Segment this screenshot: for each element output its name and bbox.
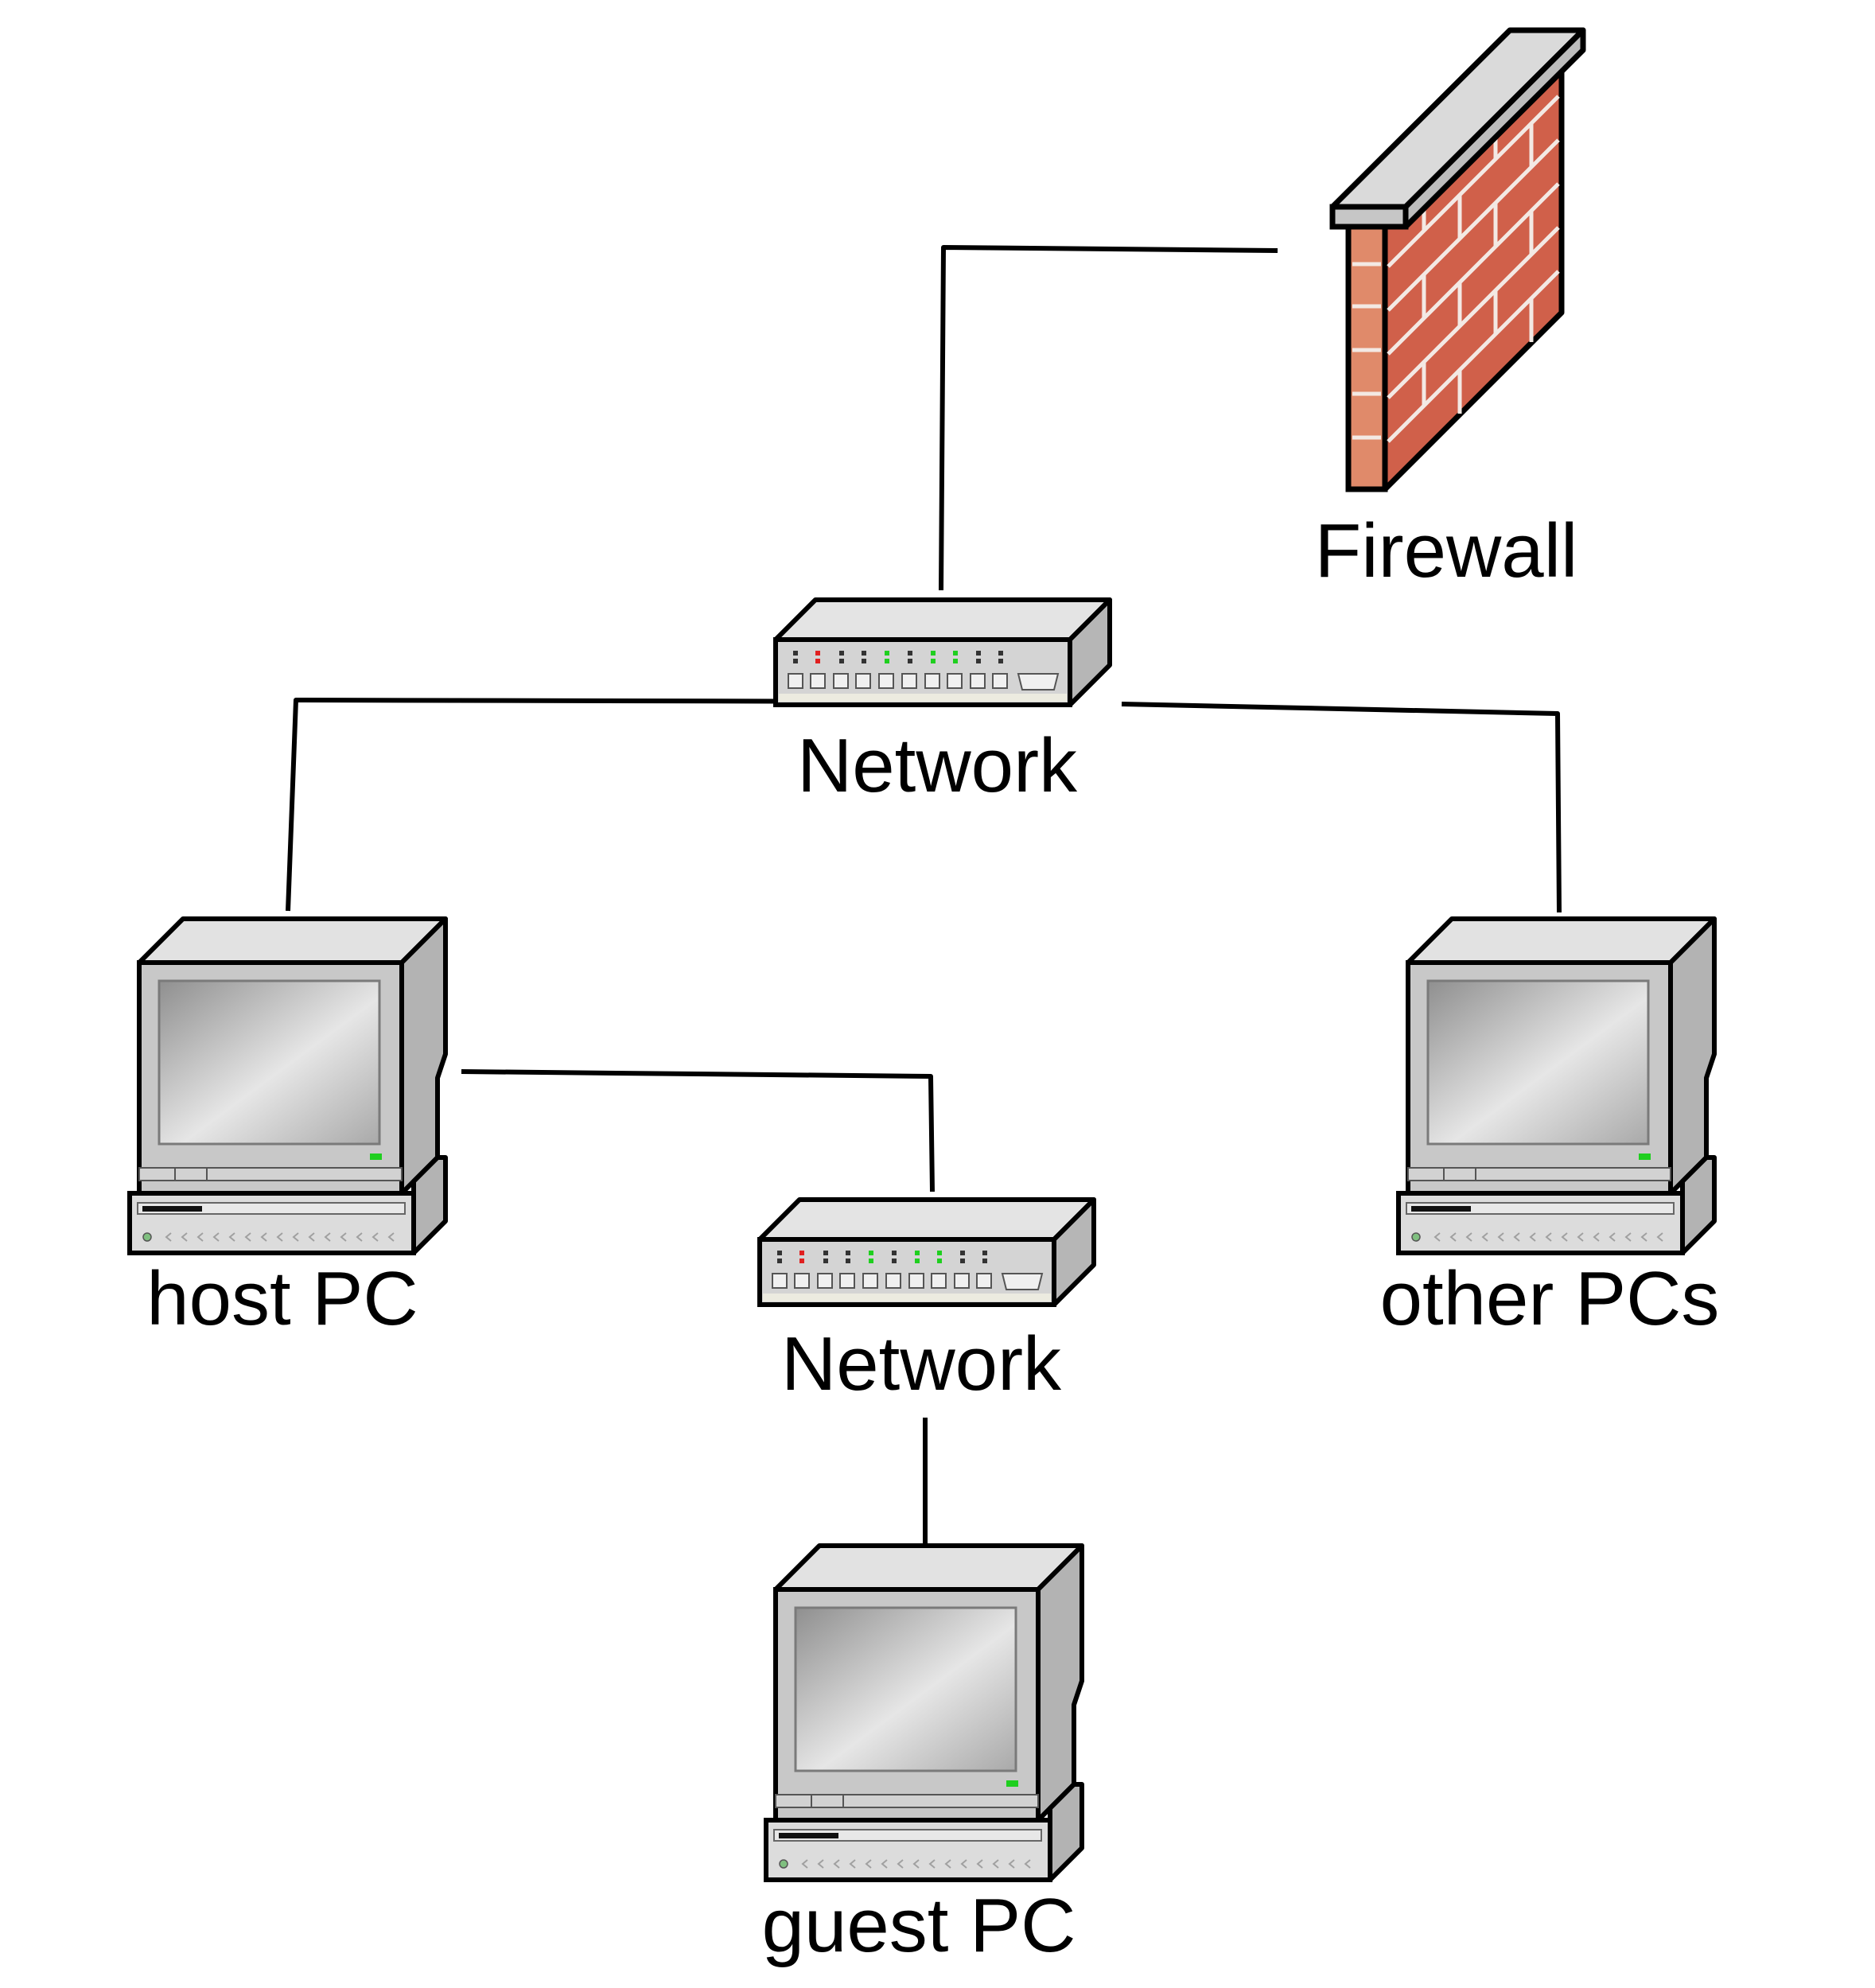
host-pc-icon	[130, 919, 445, 1253]
host-pc-label: host PC	[146, 1256, 418, 1341]
network-switch-bottom-icon	[760, 1200, 1094, 1305]
network-bottom-label: Network	[781, 1321, 1062, 1406]
guest-pc-icon	[766, 1546, 1082, 1880]
other-pcs-label: other PCs	[1380, 1256, 1720, 1341]
link-network-to-firewall	[939, 245, 1278, 591]
network-switch-top-icon	[776, 600, 1110, 705]
connections	[286, 245, 1562, 1554]
firewall-icon	[1329, 27, 1586, 492]
link-network-to-host-pc	[286, 698, 942, 912]
network-top-label: Network	[797, 723, 1078, 808]
guest-pc-label: guest PC	[762, 1883, 1076, 1968]
other-pcs-icon	[1398, 919, 1714, 1253]
link-host-pc-to-network-bottom	[461, 1069, 935, 1192]
link-network-to-other-pcs	[1121, 702, 1562, 913]
firewall-label: Firewall	[1315, 508, 1578, 593]
